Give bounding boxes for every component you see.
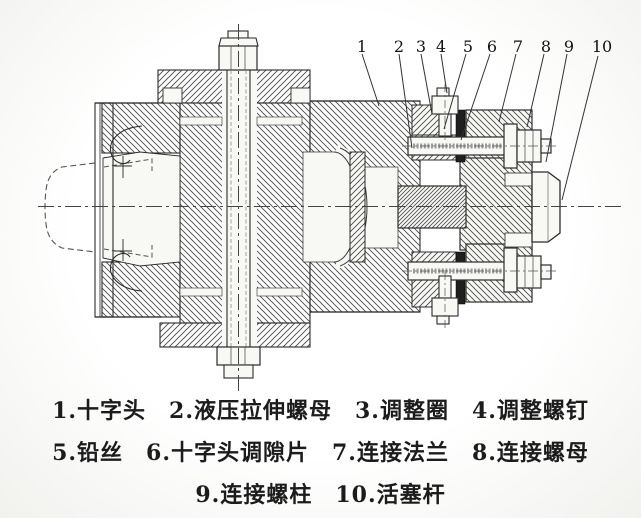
callout-number-8: 8 bbox=[541, 37, 551, 56]
part-adjust-screws bbox=[431, 84, 459, 328]
callout-number-3: 3 bbox=[416, 37, 426, 56]
callout-number-1: 1 bbox=[357, 37, 367, 56]
centerlines bbox=[38, 24, 622, 392]
callout-number-10: 10 bbox=[592, 37, 612, 56]
leader-line-3 bbox=[420, 53, 433, 115]
caption-line-2: 5.铅丝 6.十字头调隙片 7.连接法兰 8.连接螺母 bbox=[52, 440, 589, 466]
callout-number-7: 7 bbox=[513, 37, 523, 56]
leader-line-8 bbox=[526, 53, 545, 128]
callout-number-6: 6 bbox=[487, 37, 497, 56]
figure-caption: 1.十字头 2.液压拉伸螺母 3.调整圈 4.调整螺钉 5.铅丝 6.十字头调隙… bbox=[0, 390, 641, 516]
callout-number-5: 5 bbox=[463, 37, 473, 56]
caption-line-1: 1.十字头 2.液压拉伸螺母 3.调整圈 4.调整螺钉 bbox=[52, 398, 589, 424]
callout-number-9: 9 bbox=[564, 37, 574, 56]
leader-line-4 bbox=[440, 53, 448, 94]
lug-details bbox=[110, 125, 143, 292]
contour-lines bbox=[94, 100, 420, 318]
leader-line-10 bbox=[561, 55, 599, 201]
callout-numbers: 1 2 3 4 5 6 7 8 9 10 bbox=[357, 37, 612, 56]
leader-lines bbox=[361, 53, 599, 201]
leader-line-1 bbox=[361, 53, 380, 107]
part-studs-and-nuts bbox=[402, 123, 558, 293]
callout-number-2: 2 bbox=[394, 37, 404, 56]
caption-line-3: 9.连接螺柱 10.活塞杆 bbox=[195, 482, 446, 508]
leader-line-7 bbox=[498, 53, 517, 123]
hidden-cavity-edges bbox=[103, 158, 153, 258]
callout-number-4: 4 bbox=[436, 37, 446, 56]
leader-line-2 bbox=[398, 53, 413, 149]
leader-line-6 bbox=[460, 53, 491, 141]
leader-line-9 bbox=[545, 53, 568, 163]
hidden-rod-outline bbox=[44, 162, 96, 253]
leader-line-5 bbox=[443, 53, 467, 130]
